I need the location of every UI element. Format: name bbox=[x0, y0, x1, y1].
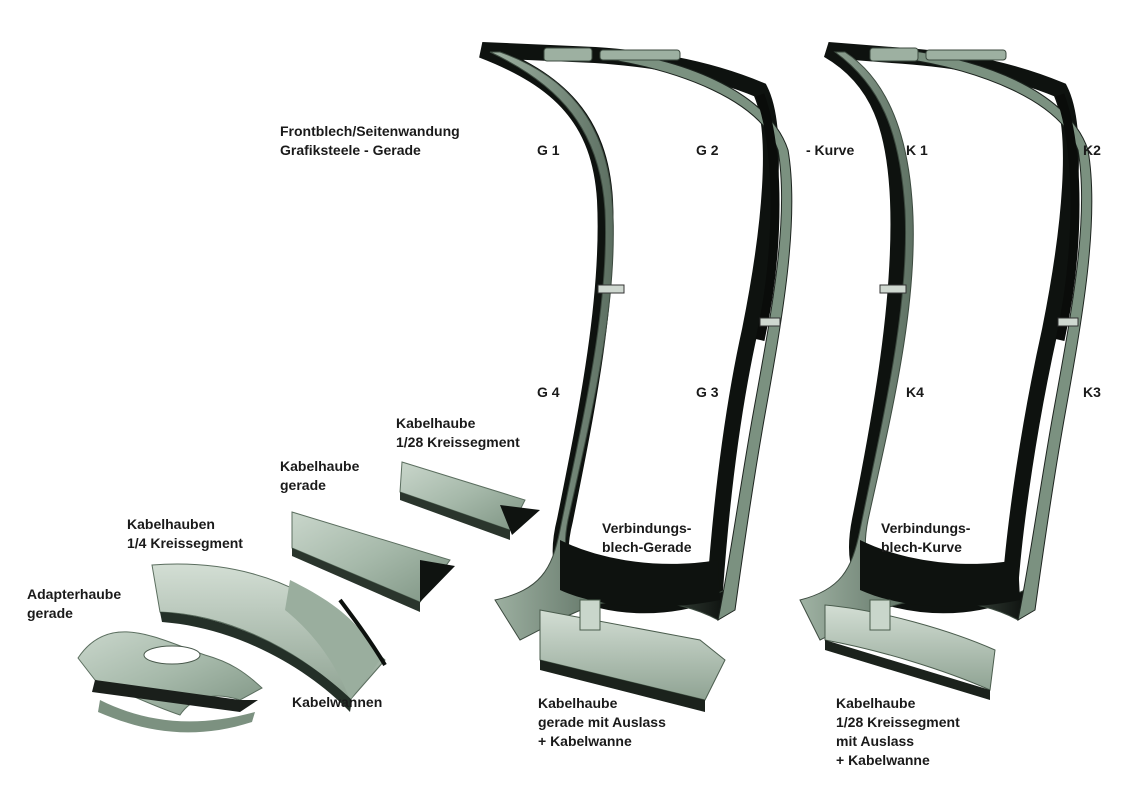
kabelhaube-gerade-line2: gerade bbox=[280, 477, 326, 493]
kabelhauben-viertel-part bbox=[151, 563, 387, 712]
kabelhaube-kreissegment-line1: Kabelhaube bbox=[396, 415, 476, 431]
adapterhaube-line2: gerade bbox=[27, 605, 73, 621]
kabelhaube-kreissegment-line2: 1/28 Kreissegment bbox=[396, 434, 520, 450]
frame-kurve-part bbox=[799, 42, 1093, 700]
kabelhaube-kreissegment-part bbox=[399, 461, 540, 540]
auslass-gerade-line2: gerade mit Auslass bbox=[538, 714, 666, 730]
kabelhauben-viertel-label: Kabelhauben 1/4 Kreissegment bbox=[127, 515, 243, 553]
verbindungsblech-kurve-line1: Verbindungs- bbox=[881, 520, 971, 536]
g2-label: G 2 bbox=[696, 142, 719, 158]
auslass-gerade-line3: + Kabelwanne bbox=[538, 733, 632, 749]
auslass-kurve-line1: Kabelhaube bbox=[836, 695, 916, 711]
auslass-gerade-line1: Kabelhaube bbox=[538, 695, 618, 711]
auslass-kurve-line2: 1/28 Kreissegment bbox=[836, 714, 960, 730]
g3-label: G 3 bbox=[696, 384, 719, 400]
frontblech-label-line2: Grafiksteele - Gerade bbox=[280, 142, 421, 158]
kabelhauben-viertel-line1: Kabelhauben bbox=[127, 516, 215, 532]
frontblech-label: Frontblech/Seitenwandung Grafiksteele - … bbox=[280, 122, 460, 160]
k1-label: K 1 bbox=[906, 142, 928, 158]
auslass-kurve-line3: mit Auslass bbox=[836, 733, 915, 749]
kabelhaube-kreissegment-label: Kabelhaube 1/28 Kreissegment bbox=[396, 414, 520, 452]
frame-gerade-part bbox=[479, 42, 793, 712]
verbindungsblech-gerade-label: Verbindungs- blech-Gerade bbox=[602, 519, 691, 557]
kabelhaube-gerade-label: Kabelhaube gerade bbox=[280, 457, 359, 495]
verbindungsblech-kurve-label: Verbindungs- blech-Kurve bbox=[881, 519, 970, 557]
adapterhaube-label: Adapterhaube gerade bbox=[27, 585, 121, 623]
kabelwannen-label: Kabelwannen bbox=[292, 694, 383, 710]
frontblech-label-line1: Frontblech/Seitenwandung bbox=[280, 123, 460, 139]
k3-label: K3 bbox=[1083, 384, 1101, 400]
adapterhaube-line1: Adapterhaube bbox=[27, 586, 122, 602]
kabelhaube-gerade-line1: Kabelhaube bbox=[280, 458, 360, 474]
kurve-label: - Kurve bbox=[806, 142, 855, 158]
verbindungsblech-gerade-line1: Verbindungs- bbox=[602, 520, 692, 536]
kabelhaube-auslass-gerade-label: Kabelhaube gerade mit Auslass + Kabelwan… bbox=[538, 694, 666, 751]
verbindungsblech-kurve-line2: blech-Kurve bbox=[881, 539, 962, 555]
k2-label: K2 bbox=[1083, 142, 1101, 158]
adapterhaube-part bbox=[77, 631, 263, 733]
auslass-kurve-line4: + Kabelwanne bbox=[836, 752, 930, 768]
k4-label: K4 bbox=[906, 384, 924, 400]
g1-label: G 1 bbox=[537, 142, 560, 158]
verbindungsblech-gerade-line2: blech-Gerade bbox=[602, 539, 692, 555]
kabelhaube-auslass-kurve-label: Kabelhaube 1/28 Kreissegment mit Auslass… bbox=[836, 694, 960, 770]
kabelhaube-gerade-part bbox=[291, 511, 455, 612]
g4-label: G 4 bbox=[537, 384, 560, 400]
kabelhauben-viertel-line2: 1/4 Kreissegment bbox=[127, 535, 243, 551]
